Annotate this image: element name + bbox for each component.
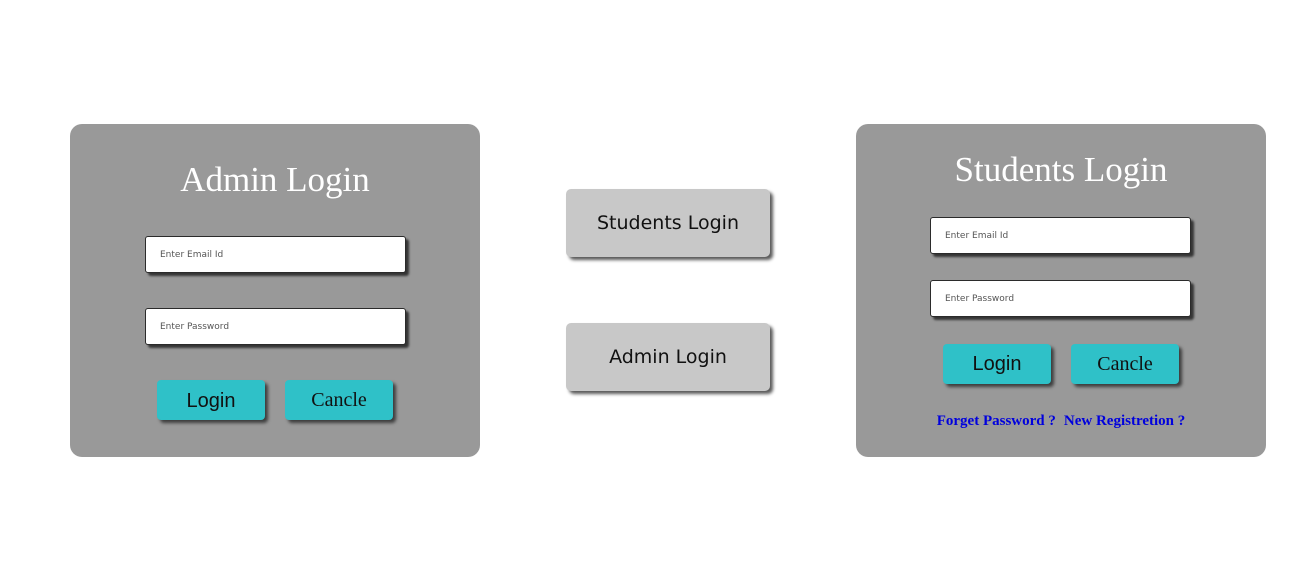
student-links-row: Forget Password ? New Registretion ? [856,411,1266,431]
admin-login-button[interactable]: Login [157,380,265,420]
student-login-button[interactable]: Login [943,344,1051,384]
admin-login-nav-button[interactable]: Admin Login [566,323,770,391]
students-login-title: Students Login [954,150,1168,189]
admin-login-panel: Admin Login Login Cancle [70,124,480,457]
admin-email-input[interactable] [145,236,406,273]
forget-password-link[interactable]: Forget Password ? [936,413,1056,429]
students-login-nav-button[interactable]: Students Login [566,189,770,257]
admin-login-title: Admin Login [180,160,370,199]
student-email-input[interactable] [930,217,1191,254]
admin-password-input[interactable] [145,308,406,345]
student-cancel-button[interactable]: Cancle [1071,344,1179,384]
students-login-panel: Students Login Login Cancle Forget Passw… [856,124,1266,457]
student-password-input[interactable] [930,280,1191,317]
new-registration-link[interactable]: New Registretion ? [1063,413,1186,429]
admin-cancel-button[interactable]: Cancle [285,380,393,420]
